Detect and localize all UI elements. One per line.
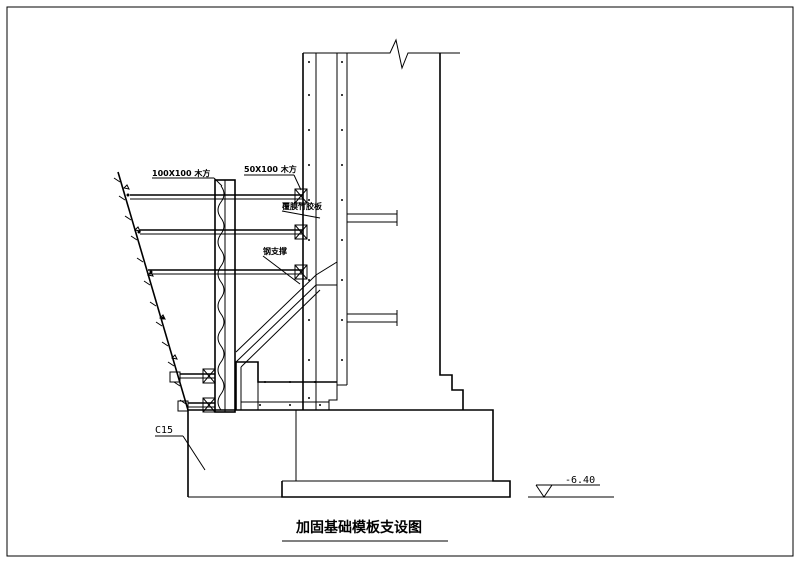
steel-brace xyxy=(235,261,338,368)
foundation-base xyxy=(187,409,511,498)
frame-border xyxy=(6,6,794,557)
step-formwork xyxy=(235,361,337,410)
label-timber-100: 100X100 木方 xyxy=(152,168,210,178)
wedge-blocks xyxy=(169,188,308,413)
label-concrete-grade: C15 xyxy=(155,425,173,436)
elevation-mark xyxy=(528,484,614,498)
label-timber-50: 50X100 木方 xyxy=(244,164,297,174)
wall-body xyxy=(302,38,464,410)
label-steel-brace: 钢支撑 xyxy=(263,246,287,256)
label-plywood: 覆膜竹胶板 xyxy=(282,201,323,211)
anchor-bolts xyxy=(346,210,398,326)
horizontal-props xyxy=(130,194,303,408)
formwork-nails xyxy=(308,61,343,399)
earth-slope xyxy=(113,171,189,411)
leader-lines xyxy=(152,174,321,471)
elevation-value: -6.40 xyxy=(565,475,595,486)
vertical-timber-wale xyxy=(214,179,236,413)
drawing-title: 加固基础模板支设图 xyxy=(295,519,422,536)
